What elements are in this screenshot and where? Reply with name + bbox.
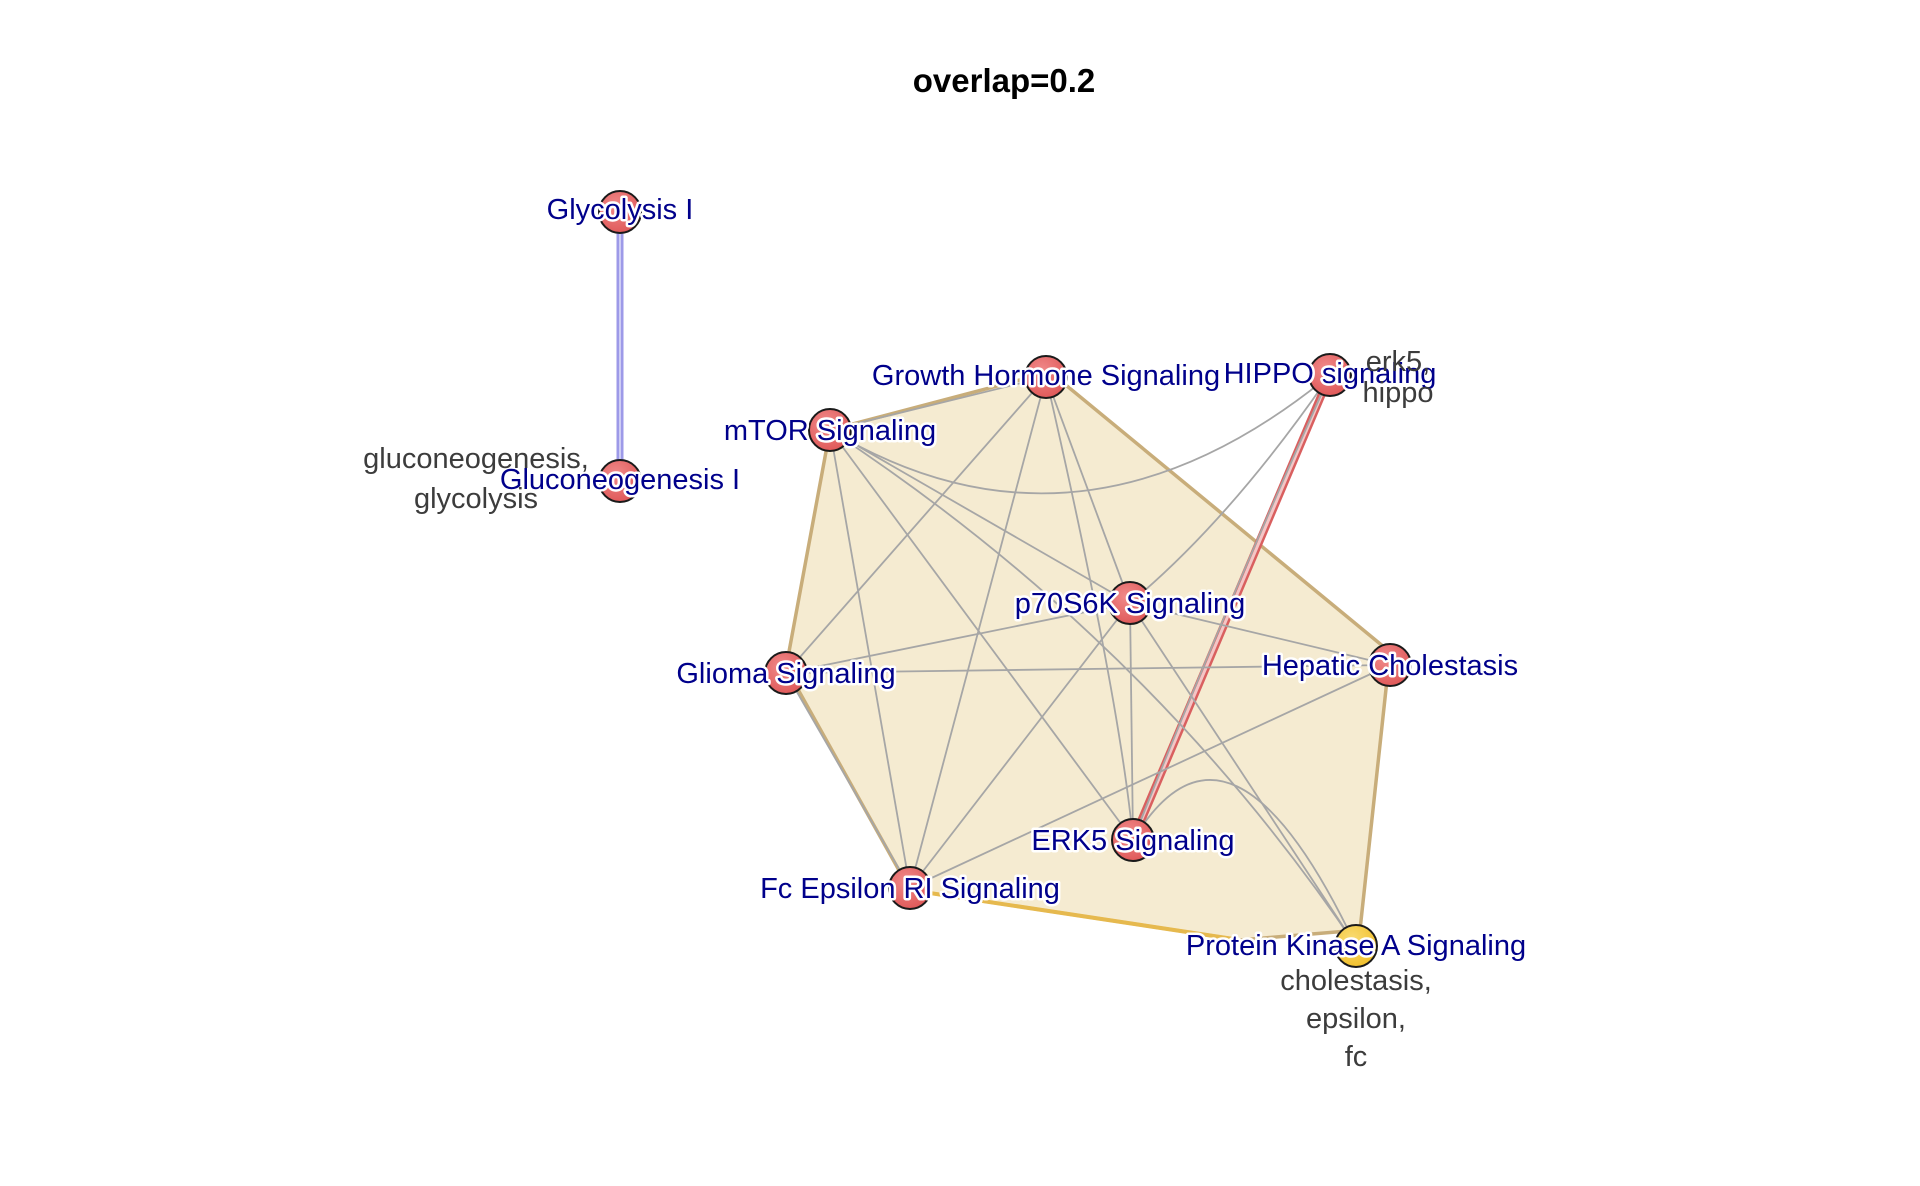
node-label-erk5: ERK5 Signaling xyxy=(1031,825,1234,857)
edge-mtor-fc xyxy=(829,429,911,889)
edge-mtor-p70 xyxy=(829,429,1131,604)
edge-growth-p70 xyxy=(1045,376,1131,604)
plot-title: overlap=0.2 xyxy=(913,62,1096,99)
cluster-pka-line: cholestasis, xyxy=(1280,965,1432,997)
node-label-hepatic: Hepatic Cholestasis xyxy=(1262,650,1518,682)
node-label-glioma: Glioma Signaling xyxy=(676,658,895,690)
node-label-glycolysis: Glycolysis I xyxy=(547,194,694,226)
cluster-gluco-line: glycolysis xyxy=(414,483,538,515)
cluster-gluco-label: gluconeogenesis, glycolysis xyxy=(363,443,589,515)
edge-mtor-growth xyxy=(829,376,1047,431)
cluster-labels: gluconeogenesis, glycolysis erk5,hippo chol… xyxy=(363,346,1433,1073)
node-glycolysis xyxy=(598,190,642,234)
node-label-mtor: mTOR Signaling xyxy=(724,415,936,447)
cluster-hippo-line: hippo xyxy=(1363,377,1434,409)
edge-fc-hepatic xyxy=(909,664,1391,889)
node-glioma xyxy=(764,651,808,695)
cluster-hull-highlight-edge xyxy=(909,888,1241,942)
cluster-pka-label: cholestasis, epsilon, fc xyxy=(1280,965,1432,1073)
edge-mtor-pka xyxy=(829,429,1357,947)
node-p70 xyxy=(1108,581,1152,625)
cluster-gluco-line: gluconeogenesis, xyxy=(363,443,589,475)
edge-mtor-hippo xyxy=(829,374,1331,495)
node-growth xyxy=(1024,355,1068,399)
cluster-hippo-label: erk5,hippo xyxy=(1363,346,1434,409)
edge-p70-pka xyxy=(1129,602,1357,947)
node-label-gluconeogenesis: Gluconeogenesis I xyxy=(500,464,740,496)
node-label-fc: Fc Epsilon RI Signaling xyxy=(760,873,1060,905)
edge-p70-erk5 xyxy=(1129,602,1134,841)
edge-p70-fc xyxy=(909,602,1131,889)
edge-erk5-pka xyxy=(1132,779,1357,947)
node-hepatic xyxy=(1368,643,1412,687)
node-hippo xyxy=(1308,353,1352,397)
edge-p70-hepatic xyxy=(1129,602,1391,666)
node-erk5 xyxy=(1111,818,1155,862)
edge-p70-hippo xyxy=(1129,374,1331,604)
edge-mtor-erk5 xyxy=(829,429,1134,841)
cluster-hippo-line: erk5, xyxy=(1366,346,1430,378)
node-label-p70: p70S6K Signaling xyxy=(1015,588,1246,620)
edge-erk5-hippo xyxy=(1132,374,1331,841)
node-labels: Glycolysis I Gluconeogenesis I mTOR Signal… xyxy=(497,192,1528,965)
edge-growth-fc xyxy=(909,376,1047,889)
node-mtor xyxy=(808,408,852,452)
node-gluconeogenesis xyxy=(598,459,642,503)
edge-glioma-hepatic xyxy=(785,664,1391,674)
node-label-hippo: HIPPO signaling xyxy=(1224,358,1437,390)
node-fc xyxy=(888,866,932,910)
node-pka xyxy=(1334,924,1378,968)
node-label-pka: Protein Kinase A Signaling xyxy=(1186,930,1526,962)
edge-glioma-fc xyxy=(785,672,911,889)
edges xyxy=(616,212,1391,947)
edge-p70-glioma xyxy=(785,602,1131,674)
cluster-pka-line: fc xyxy=(1345,1041,1368,1073)
edge-growth-glioma xyxy=(785,376,1047,674)
edge-hippo-erk5-highlight xyxy=(1131,374,1332,841)
nodes xyxy=(598,190,1412,968)
cluster-pka-line: epsilon, xyxy=(1306,1003,1406,1035)
node-label-growth: Growth Hormone Signaling xyxy=(872,360,1220,392)
edge-growth-erk5 xyxy=(1045,376,1134,841)
